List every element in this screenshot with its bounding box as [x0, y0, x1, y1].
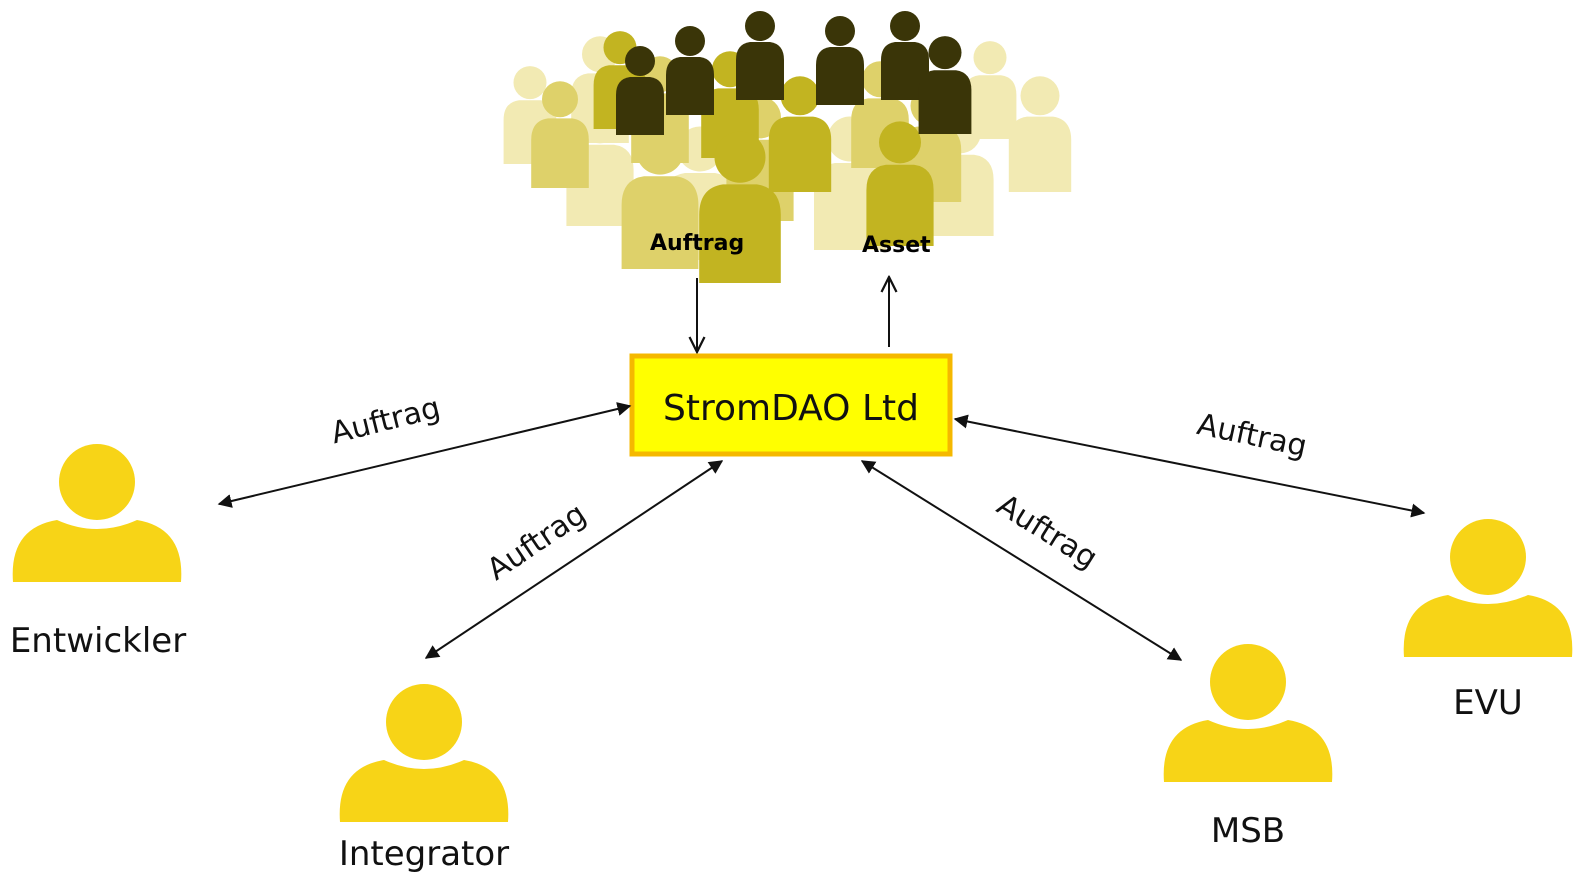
edge-label-msb: Auftrag	[991, 488, 1104, 577]
actor-label-integrator: Integrator	[339, 834, 509, 874]
person-icon	[339, 684, 509, 822]
edge-label-entwickler: Auftrag	[328, 390, 444, 451]
edge-label-evu: Auftrag	[1194, 407, 1310, 464]
actor-label-msb: MSB	[1211, 811, 1285, 851]
crowd-outbound-label: Asset	[862, 233, 931, 258]
edge-integrator	[424, 460, 724, 659]
crowd-icon	[503, 11, 1072, 283]
actor-entwickler: Entwickler	[10, 444, 186, 661]
edge-label-integrator: Auftrag	[481, 497, 593, 588]
person-icon	[1163, 644, 1333, 782]
crowd-inbound-label: Auftrag	[650, 231, 744, 256]
center-node: StromDAO Ltd	[629, 353, 953, 457]
actor-label-evu: EVU	[1453, 683, 1523, 723]
edge-evu	[953, 414, 1426, 518]
edge-msb	[860, 460, 1183, 661]
center-node-label: StromDAO Ltd	[663, 388, 919, 429]
actor-evu: EVU	[1403, 519, 1573, 723]
person-icon	[1403, 519, 1573, 657]
actor-integrator: Integrator	[339, 684, 509, 874]
person-icon	[12, 444, 182, 582]
edge-entwickler	[217, 402, 632, 508]
actor-label-entwickler: Entwickler	[10, 621, 186, 661]
actor-msb: MSB	[1163, 644, 1333, 851]
